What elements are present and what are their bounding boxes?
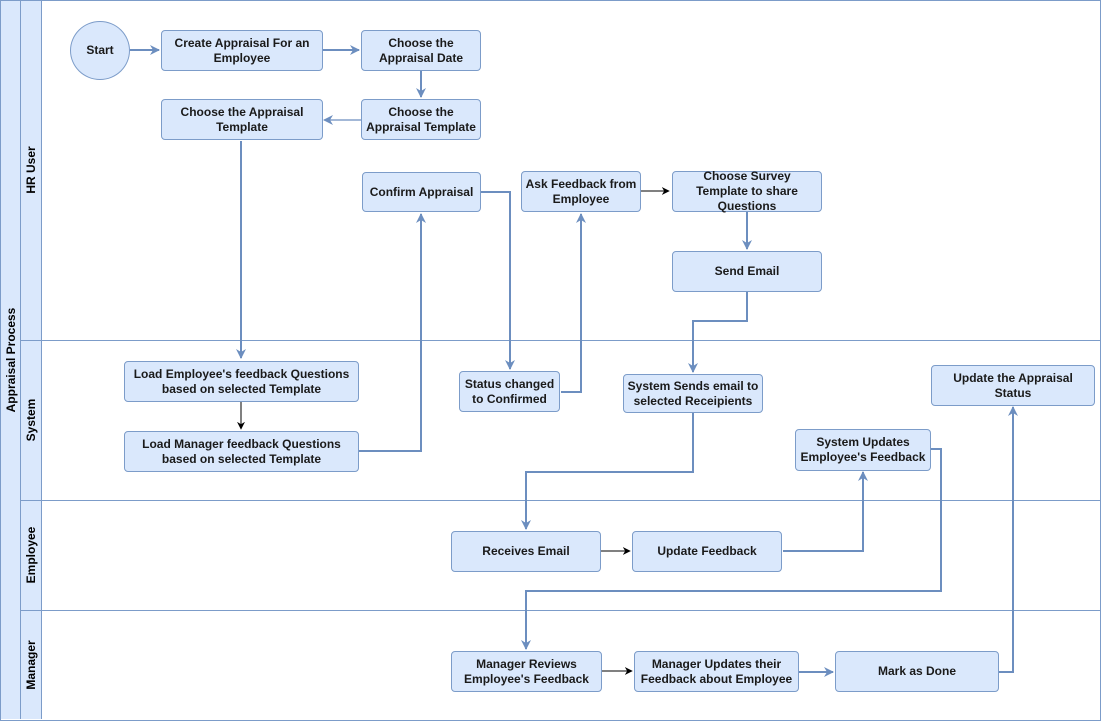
lane-divider xyxy=(21,340,1100,341)
choose-date-node[interactable]: Choose the Appraisal Date xyxy=(361,30,481,71)
send-email-node[interactable]: Send Email xyxy=(672,251,822,292)
edge-load-manager-to-confirm xyxy=(359,213,426,452)
system-updates-feedback-node[interactable]: System Updates Employee's Feedback xyxy=(795,429,931,471)
status-confirmed-node[interactable]: Status changed to Confirmed xyxy=(459,371,560,412)
lane-divider xyxy=(21,610,1100,611)
edge-confirm-to-status xyxy=(481,191,515,370)
lane-header-employee xyxy=(21,501,42,610)
manager-reviews-node[interactable]: Manager Reviews Employee's Feedback xyxy=(451,651,602,692)
lane-divider xyxy=(21,500,1100,501)
edge-mark-done-to-update-status xyxy=(999,406,1018,673)
confirm-appraisal-node[interactable]: Confirm Appraisal xyxy=(362,172,481,212)
edge-send-email-to-system xyxy=(688,292,748,373)
load-employee-questions-node[interactable]: Load Employee's feedback Questions based… xyxy=(124,361,359,402)
choose-template-node-left[interactable]: Choose the Appraisal Template xyxy=(161,99,323,140)
manager-updates-node[interactable]: Manager Updates their Feedback about Emp… xyxy=(634,651,799,692)
start-node[interactable]: Start xyxy=(70,21,130,80)
update-appraisal-status-node[interactable]: Update the Appraisal Status xyxy=(931,365,1095,406)
edge-system-updates-to-manager-reviews xyxy=(521,448,942,650)
edge-update-feedback-to-system-updates xyxy=(783,471,868,552)
update-feedback-node[interactable]: Update Feedback xyxy=(632,531,782,572)
edge-status-to-ask-feedback xyxy=(561,213,586,393)
choose-template-node-right[interactable]: Choose the Appraisal Template xyxy=(361,99,481,140)
system-sends-email-node[interactable]: System Sends email to selected Receipien… xyxy=(623,374,763,413)
mark-as-done-node[interactable]: Mark as Done xyxy=(835,651,999,692)
lane-header-manager xyxy=(21,611,42,719)
choose-survey-template-node[interactable]: Choose Survey Template to share Question… xyxy=(672,169,822,213)
load-manager-questions-node[interactable]: Load Manager feedback Questions based on… xyxy=(124,431,359,472)
receives-email-node[interactable]: Receives Email xyxy=(451,531,601,572)
edge-system-to-receives xyxy=(521,413,694,530)
pool-header xyxy=(1,1,21,719)
lane-header-system xyxy=(21,341,42,500)
create-appraisal-node[interactable]: Create Appraisal For an Employee xyxy=(161,30,323,71)
lane-header-hr xyxy=(21,1,42,340)
ask-feedback-node[interactable]: Ask Feedback from Employee xyxy=(521,171,641,212)
